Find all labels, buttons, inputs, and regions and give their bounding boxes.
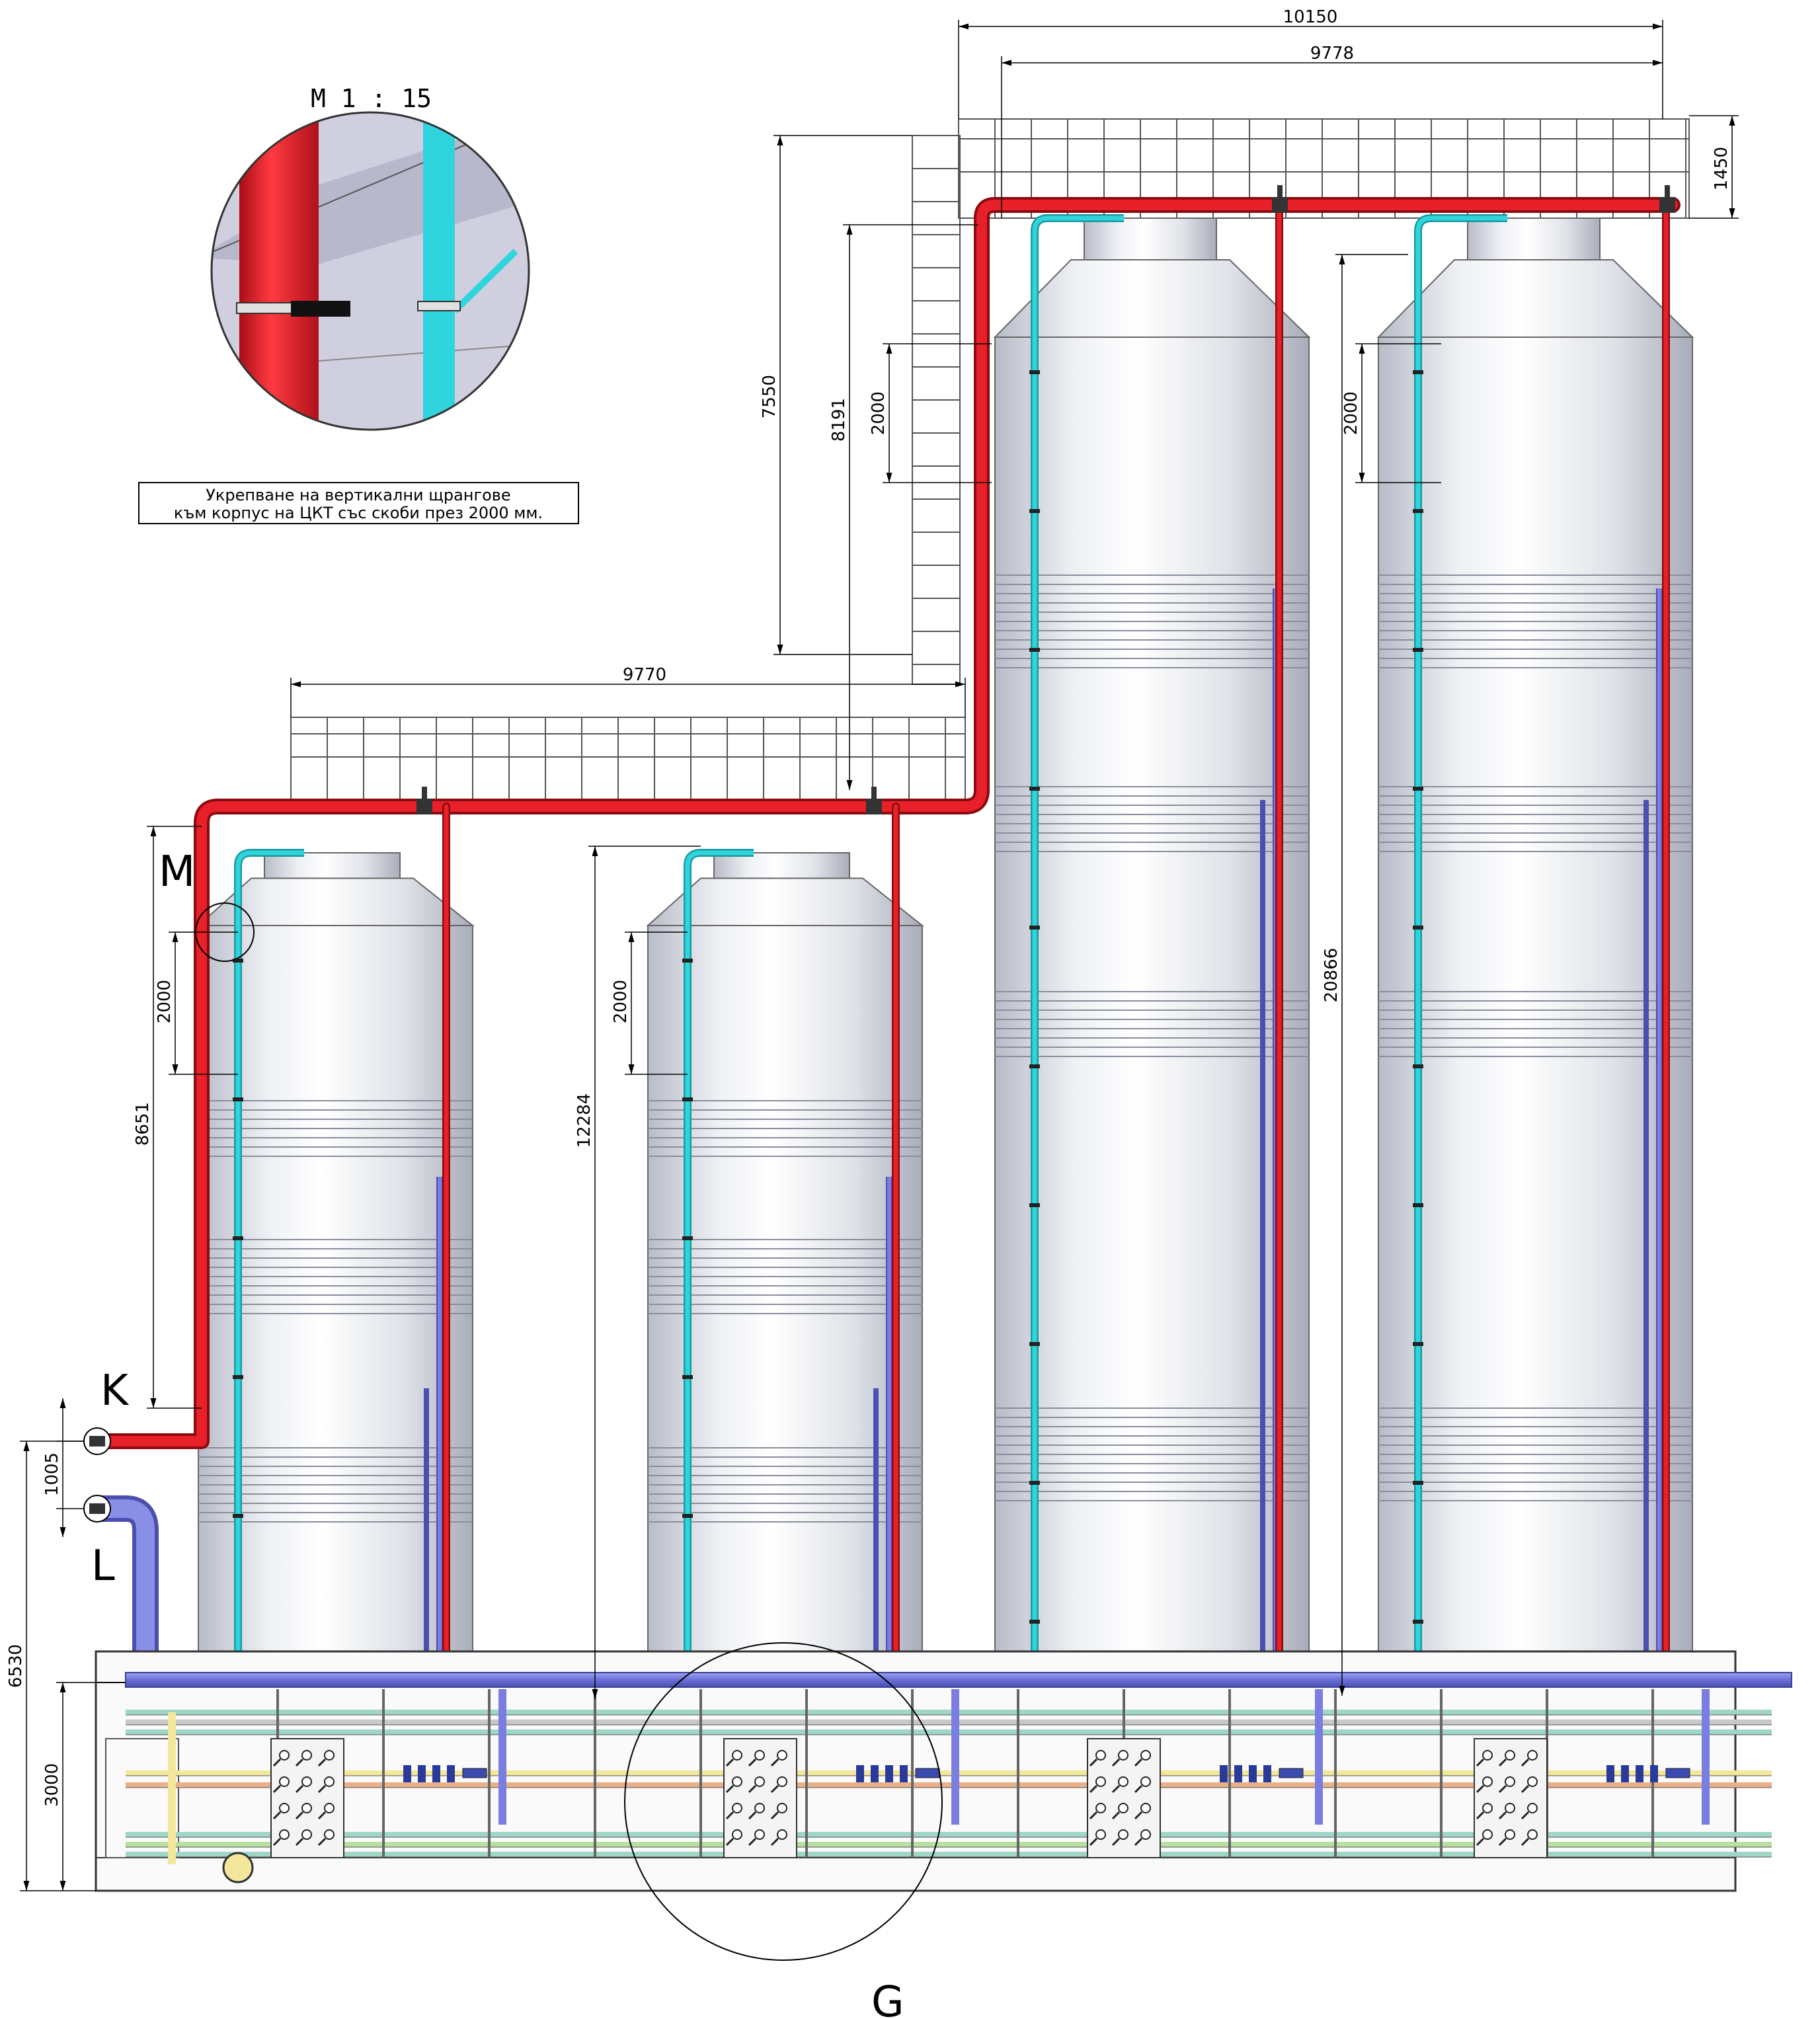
dim-small-platform-width: 9770 bbox=[623, 665, 666, 685]
dim-small-tank-height: 12284 bbox=[574, 1093, 594, 1148]
hot-pipe-valves bbox=[416, 185, 1675, 814]
manifold-frame bbox=[95, 1650, 1792, 1892]
small-platform bbox=[290, 717, 966, 804]
detail-scale-label: M 1 : 15 bbox=[311, 84, 432, 113]
detail-caption-box bbox=[138, 482, 579, 524]
detail-hot-pipe bbox=[239, 112, 319, 430]
dimension-labels: 10150 9778 1450 7550 8191 2000 2000 9770… bbox=[6, 7, 1731, 1807]
dim-tall-tank-height: 20866 bbox=[1322, 948, 1341, 1003]
dim-k-l-spacing: 1005 bbox=[42, 1452, 62, 1496]
dim-k-pipe-height: 8651 bbox=[133, 1102, 153, 1146]
valve-manifold-1 bbox=[270, 1689, 506, 1858]
dim-top-inner: 9778 bbox=[1310, 44, 1354, 63]
hot-water-pipe bbox=[91, 197, 1681, 1657]
dim-clamp-small-2: 2000 bbox=[611, 980, 631, 1023]
detail-cold-pipe bbox=[423, 112, 455, 430]
callout-l-label: L bbox=[91, 1542, 115, 1591]
dim-base-to-l: 6530 bbox=[6, 1644, 26, 1688]
pump-icon bbox=[222, 1852, 254, 1883]
callouts: M K L G bbox=[83, 848, 943, 2019]
detail-clamp-cold bbox=[417, 301, 461, 311]
main-header-pipe bbox=[125, 1672, 1792, 1688]
dim-base-frame-height: 3000 bbox=[42, 1763, 62, 1807]
dim-clamp-tall-1: 2000 bbox=[869, 391, 889, 435]
dim-platform-height: 1450 bbox=[1712, 147, 1731, 190]
tank-2 bbox=[646, 849, 924, 1653]
callout-m-circle bbox=[195, 902, 255, 962]
tank-4 bbox=[1376, 214, 1694, 1653]
stair-ladder bbox=[912, 135, 961, 685]
detail-caption-line1: Укрепване на вертикални щрангове bbox=[206, 486, 510, 504]
dim-clamp-tall-2: 2000 bbox=[1341, 391, 1361, 435]
detail-caption-line2: към корпус на ЦКТ със скоби през 2000 мм… bbox=[174, 504, 543, 522]
tanks bbox=[196, 214, 1694, 1653]
tank-1 bbox=[196, 849, 475, 1653]
tank-3 bbox=[993, 214, 1311, 1653]
dimension-lines bbox=[20, 20, 1739, 1891]
dim-pipe-drop: 8191 bbox=[829, 398, 849, 442]
valve-manifold-3 bbox=[1087, 1689, 1323, 1858]
valve-manifold-2 bbox=[723, 1689, 959, 1858]
dim-stair-height: 7550 bbox=[760, 375, 779, 418]
callout-g-circle bbox=[624, 1642, 943, 1961]
valve-manifold-4 bbox=[1474, 1689, 1710, 1858]
dim-clamp-small-1: 2000 bbox=[155, 980, 175, 1023]
callout-m-label: M bbox=[159, 848, 195, 896]
supply-pipe bbox=[99, 1495, 159, 1653]
dim-top-overall: 10150 bbox=[1283, 7, 1338, 27]
callout-k-label: K bbox=[100, 1366, 130, 1415]
callout-g-label: G bbox=[871, 1978, 904, 2019]
detail-view-m: M 1 : 15 Укрепване на вертикални щрангов… bbox=[138, 84, 579, 524]
